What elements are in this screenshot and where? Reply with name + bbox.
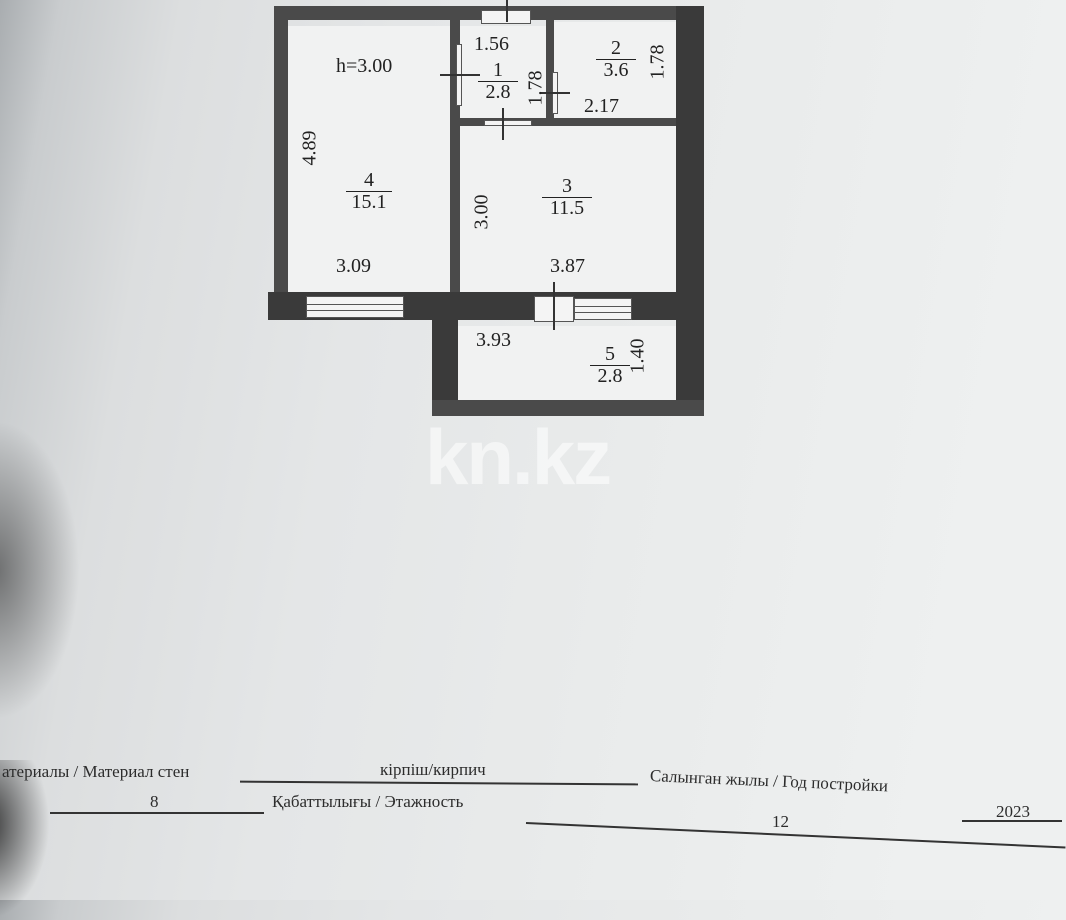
photo-shadow [0,420,80,720]
wall-material-underline [239,780,639,786]
wall-right [676,6,704,416]
year-built-value: 2023 [996,802,1030,821]
photo-shadow-finger [0,760,50,920]
room-4-label: 4 15.1 [346,170,392,213]
room-4-area: 15.1 [351,191,387,213]
room-3-label: 3 11.5 [542,176,592,219]
room-2-height: 1.78 [646,44,669,80]
floors-value: 12 [772,812,789,831]
room-2-label: 2 3.6 [596,38,636,81]
room-5-area: 2.8 [597,365,623,387]
room-4-height: 4.89 [298,130,321,166]
room-2-width: 2.17 [584,95,619,117]
room-5-width: 3.93 [476,329,511,351]
year-built-label: Салынган жылы / Год постройки [649,766,889,796]
room-5 [458,326,676,400]
wall-left [274,6,288,320]
room-1-width: 1.56 [474,33,509,55]
wall-inner-horizontal [460,118,676,126]
room-4 [288,26,450,292]
tick [440,74,480,76]
tick [553,282,555,330]
room-5-label: 5 2.8 [590,344,630,387]
floors-label: Қабаттылығы / Этажность [272,792,464,811]
floors-underline [525,822,1066,849]
wall-balcony-bottom [432,400,704,416]
room-2 [554,22,676,118]
room-1 [460,26,546,118]
tick [502,108,504,140]
room-1-label: 1 2.8 [478,60,518,103]
room-5-number: 5 [590,344,630,366]
room-4-width: 3.09 [336,255,371,277]
room-2-area: 3.6 [603,59,629,81]
floor-value: 8 [150,792,159,811]
room-1-area: 2.8 [485,81,511,103]
window-room-4 [306,296,404,318]
ceiling-height-label: h=3.00 [336,55,393,77]
room-3-area: 11.5 [549,197,585,219]
floor-underline [50,812,264,814]
room-2-number: 2 [596,38,636,60]
room-3-height: 3.00 [470,194,493,230]
room-3-width: 3.87 [550,255,585,277]
floor-plan: h=3.00 1.56 1 2.8 1.78 2 3.6 1.78 2.17 4… [0,0,1066,420]
watermark: kn.kz [425,413,612,501]
room-4-number: 4 [346,170,392,192]
wall-bath-divider [546,20,554,118]
year-built-underline [962,820,1062,822]
room-1-number: 1 [478,60,518,82]
window-room-3 [574,298,632,320]
room-1-height: 1.78 [524,70,547,106]
wall-material-label: атериалы / Материал стен [2,762,190,781]
room-3 [460,126,676,292]
door-room-3 [484,120,532,126]
wall-inner-vertical [450,20,460,292]
wall-balcony-left [432,292,458,416]
tick [540,92,570,94]
room-5-height: 1.40 [626,338,649,374]
tick [506,0,508,22]
room-3-number: 3 [542,176,592,198]
wall-material-value: кірпіш/кирпич [380,760,486,779]
